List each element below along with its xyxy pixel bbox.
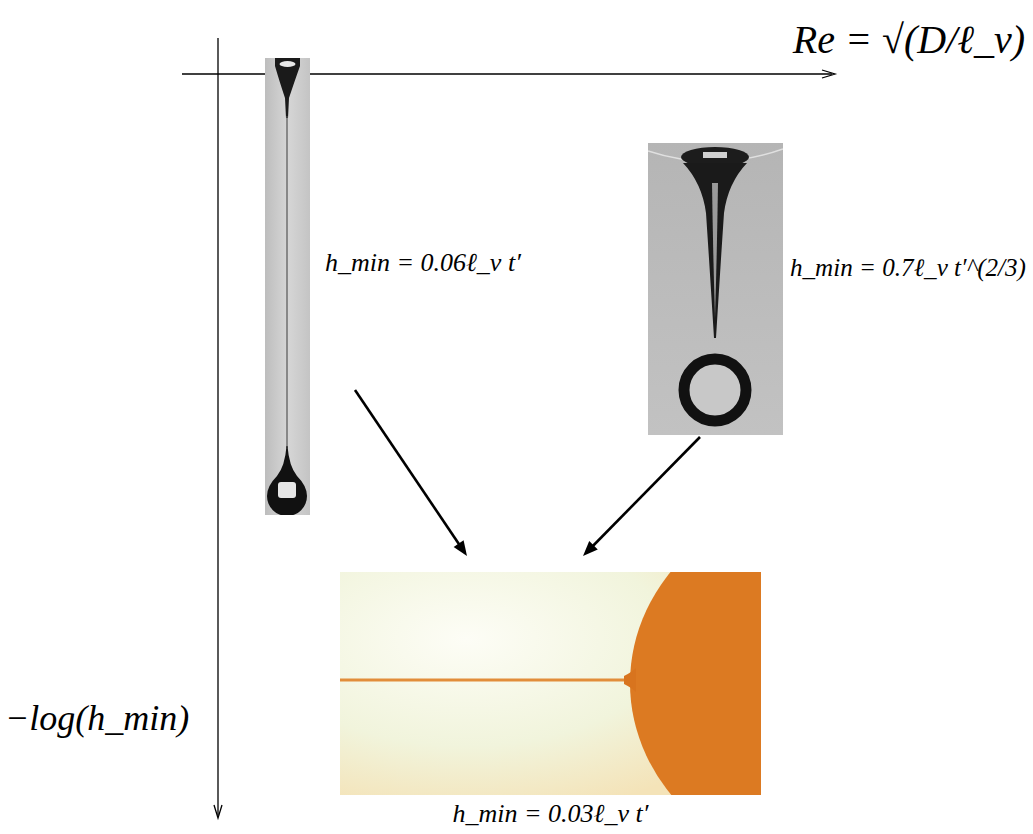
thread-photo [265, 58, 310, 515]
photo-panel: h_min = 0.03ℓ_ν t′ [340, 572, 761, 795]
photo-panel: h_min = 0.7ℓ_ν t′^(2/3) [648, 143, 783, 435]
axis-label: −log(h_min) [5, 700, 189, 736]
orange-photo [340, 572, 761, 795]
drop-photo [648, 143, 783, 435]
scaling-law: h_min = 0.7ℓ_ν t′^(2/3) [790, 255, 1026, 280]
re-axis-head [822, 70, 835, 78]
flow-arrow [583, 437, 700, 556]
h-axis-head [214, 805, 222, 818]
scaling-law: h_min = 0.03ℓ_ν t′ [453, 801, 649, 827]
axis-label: Re = √(D/ℓ_ν) [793, 20, 1025, 60]
scaling-law: h_min = 0.06ℓ_ν t′ [325, 250, 521, 276]
flow-arrow [355, 390, 467, 556]
h-axis [217, 38, 218, 815]
photo-panel: h_min = 0.06ℓ_ν t′ [265, 58, 353, 515]
